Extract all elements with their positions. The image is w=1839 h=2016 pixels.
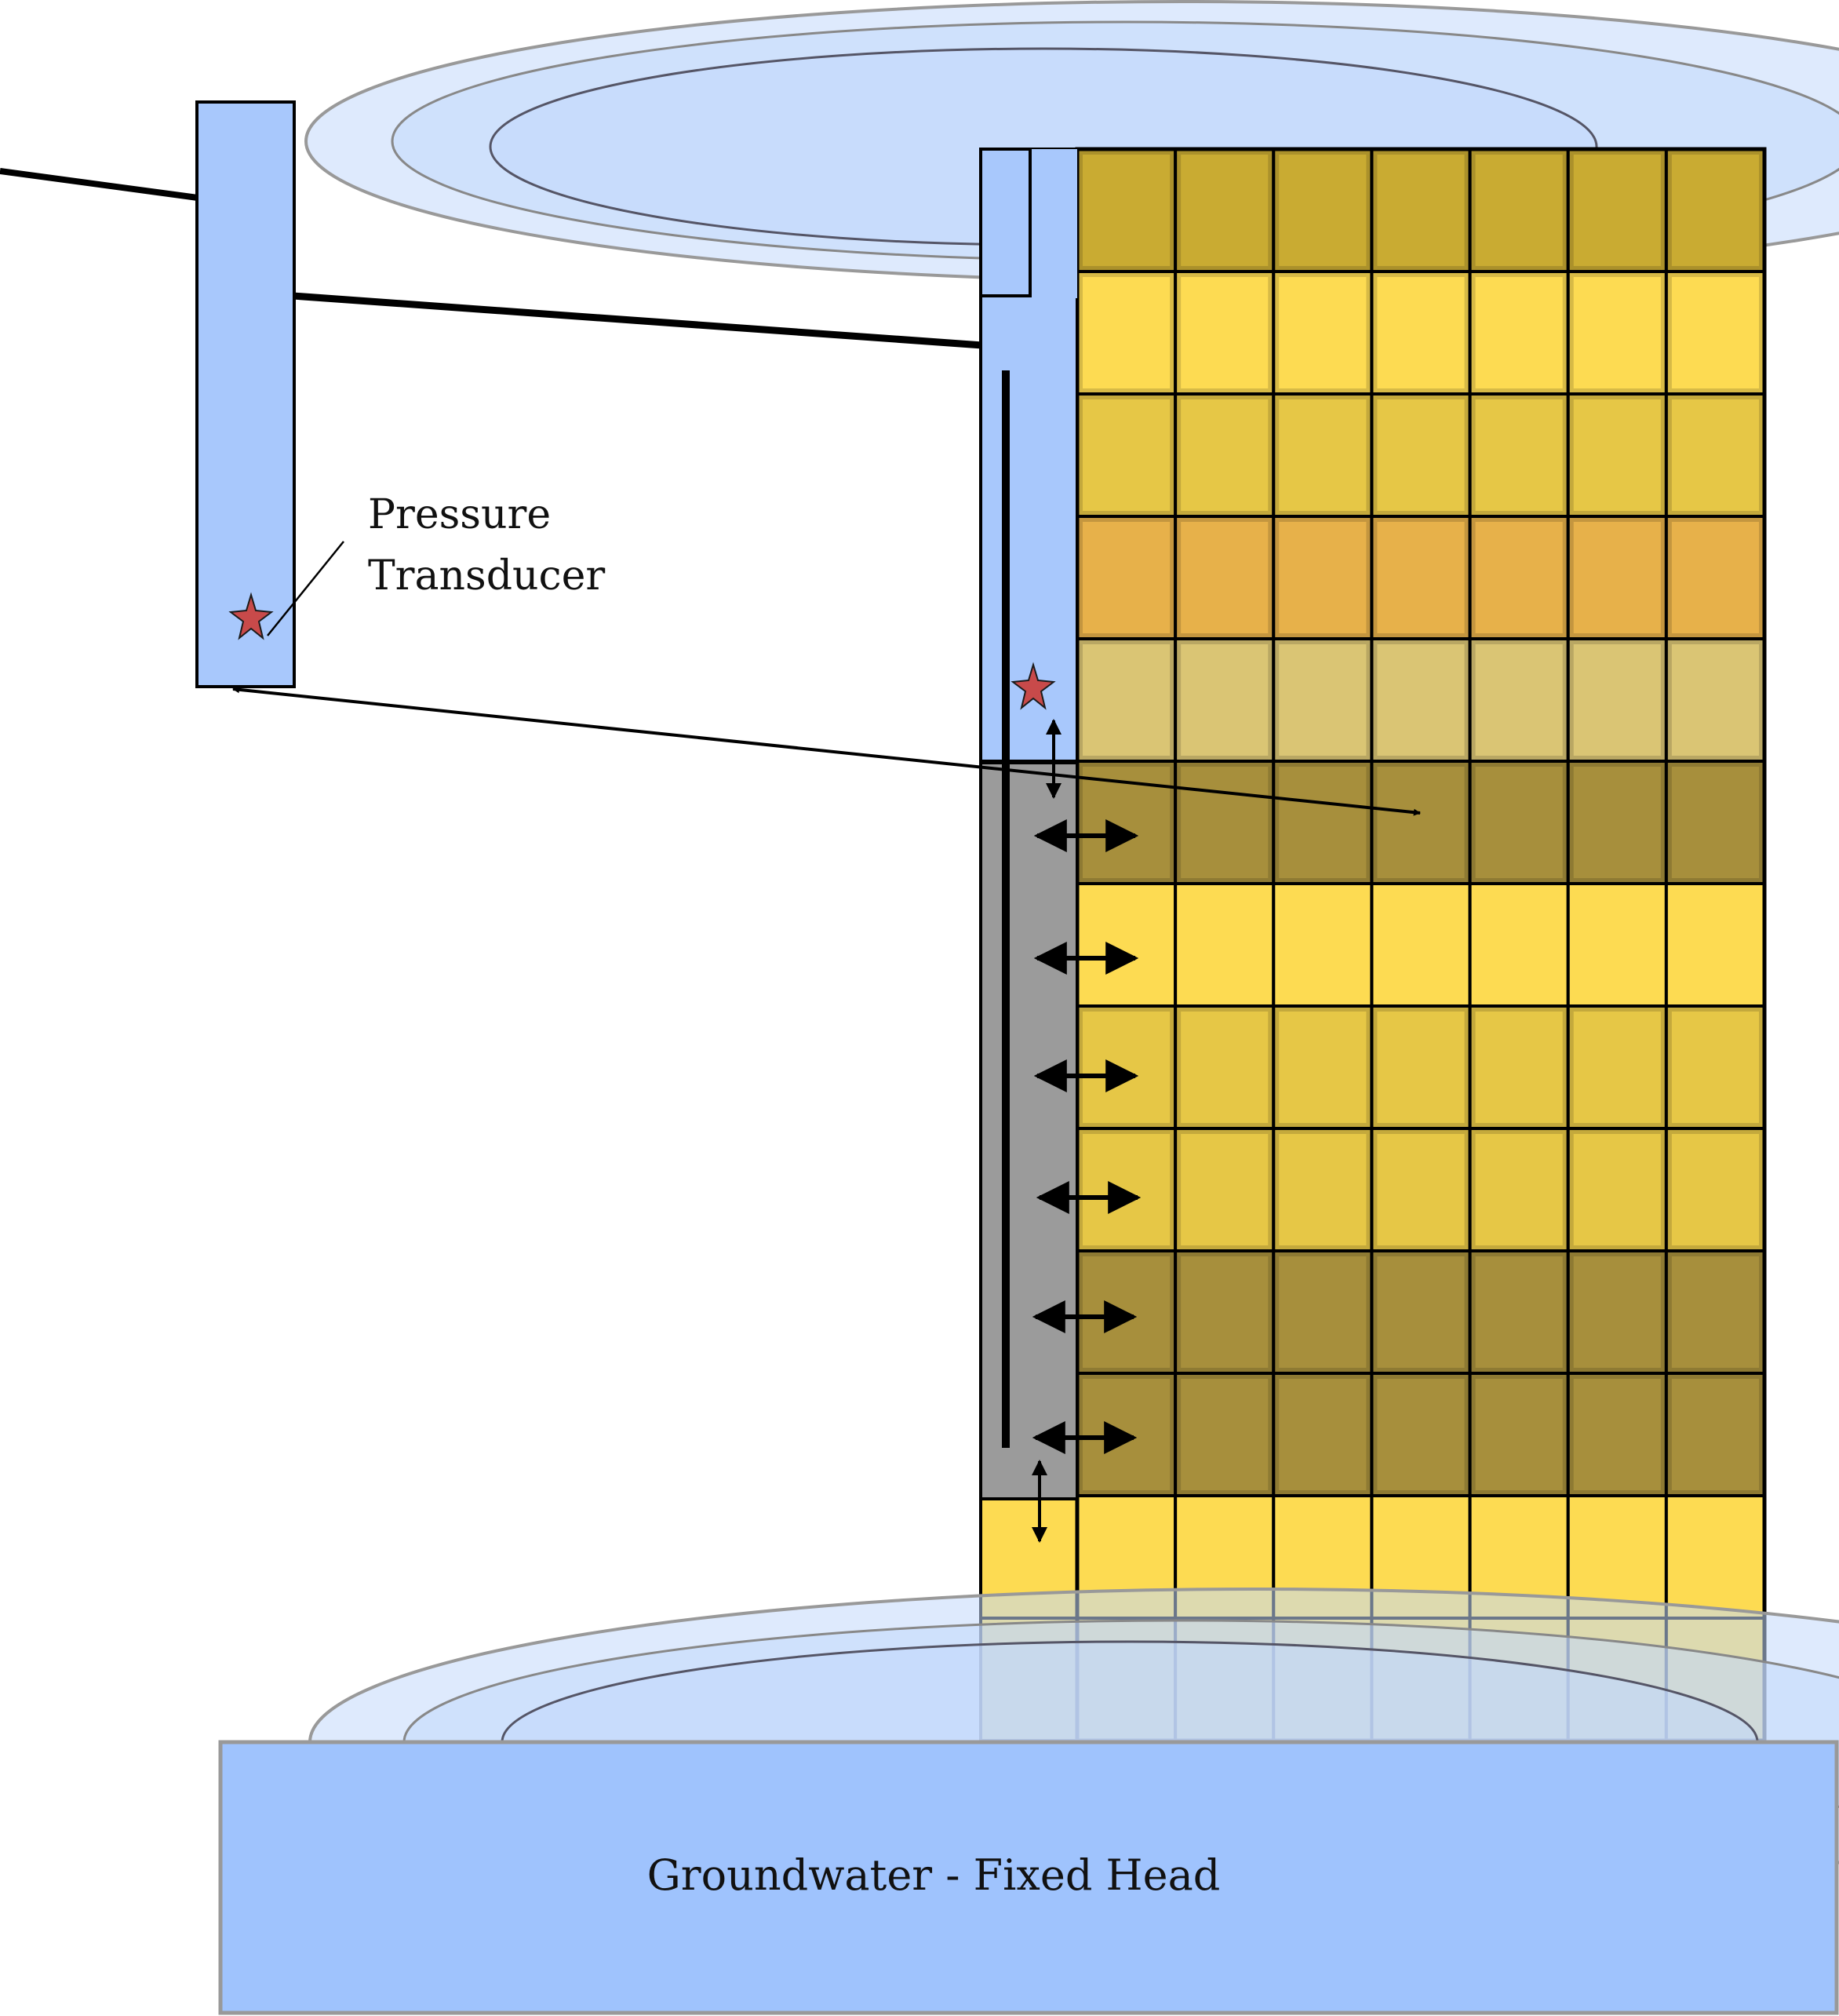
soil-cell-inner [1377, 767, 1465, 878]
soil-cell-inner [1181, 1012, 1269, 1123]
soil-cell-inner [1573, 1012, 1661, 1123]
soil-cell [1076, 882, 1178, 1008]
soil-cell-inner [1279, 767, 1367, 878]
pumping-well [979, 148, 1079, 1500]
pressure-transducer-label-line1: Pressure [368, 491, 551, 538]
soil-cell-inner [1181, 1256, 1269, 1368]
soil-cell-inner [1279, 1256, 1367, 1368]
soil-cell-inner [1475, 277, 1563, 388]
soil-cell-inner [1083, 522, 1171, 633]
observation-link-arrow [232, 686, 1421, 816]
soil-cell-inner [1083, 399, 1171, 511]
soil-cell-inner [1475, 399, 1563, 511]
soil-cell [1664, 1494, 1767, 1620]
soil-cell-inner [1475, 1134, 1563, 1245]
soil-cell-inner [1475, 1379, 1563, 1490]
soil-cell-inner [1671, 1012, 1759, 1123]
soil-cell-inner [1279, 277, 1367, 388]
soil-cell-inner [1377, 277, 1465, 388]
soil-cell-inner [1671, 522, 1759, 633]
soil-cell-inner [1279, 1134, 1367, 1245]
soil-cell-inner [1181, 767, 1269, 878]
soil-cell-inner [1475, 522, 1563, 633]
soil-cell-inner [1377, 644, 1465, 756]
soil-cell-inner [1083, 1256, 1171, 1368]
soil-cell-inner [1083, 155, 1171, 266]
soil-cell-inner [1671, 1256, 1759, 1368]
soil-cell-inner [1279, 399, 1367, 511]
transducer-leader-line [267, 541, 344, 636]
flow-arrows [232, 686, 1421, 1543]
soil-cell-inner [1377, 399, 1465, 511]
observation-well-tube [195, 100, 296, 688]
soil-cell [1370, 882, 1472, 1008]
cable-left [0, 168, 198, 201]
soil-cell [1566, 882, 1668, 1008]
soil-cell-inner [1377, 522, 1465, 633]
soil-cell-inner [1475, 1012, 1563, 1123]
soil-cell-inner [1279, 644, 1367, 756]
soil-cell-inner [1181, 399, 1269, 511]
soil-cell [1272, 882, 1374, 1008]
soil-cell-inner [1377, 1379, 1465, 1490]
soil-cell-inner [1377, 1256, 1465, 1368]
soil-cell-inner [1083, 1134, 1171, 1245]
soil-cell-inner [1573, 522, 1661, 633]
soil-cell-inner [1671, 1134, 1759, 1245]
soil-cell-inner [1475, 155, 1563, 266]
soil-cell-inner [1279, 155, 1367, 266]
soil-cell-inner [1475, 767, 1563, 878]
soil-cell-inner [1377, 1012, 1465, 1123]
soil-cell-inner [1083, 1012, 1171, 1123]
soil-cell-inner [1083, 277, 1171, 388]
soil-cell-inner [1573, 155, 1661, 266]
soil-cell-inner [1573, 277, 1661, 388]
soil-cell-inner [1475, 644, 1563, 756]
soil-cell-inner [1573, 644, 1661, 756]
soil-cell-inner [1671, 767, 1759, 878]
soil-cell-inner [1573, 1379, 1661, 1490]
soil-cell-inner [1181, 644, 1269, 756]
soil-cell [1664, 882, 1767, 1008]
soil-grid [979, 147, 1767, 1743]
soil-cell-inner [1279, 1012, 1367, 1123]
groundwater-fixed-head-box [218, 1740, 1839, 2015]
soil-cell-inner [1083, 1379, 1171, 1490]
soil-cell-inner [1573, 767, 1661, 878]
soil-cell-inner [1671, 644, 1759, 756]
soil-cell-inner [1671, 1379, 1759, 1490]
well-casing-top-notch [1030, 149, 1077, 298]
well-casing-outline [982, 149, 1032, 297]
soil-cell-inner [1475, 1256, 1563, 1368]
pressure-transducer-star-left [228, 592, 274, 640]
soil-cell [1468, 882, 1570, 1008]
groundwater-label: Groundwater - Fixed Head [647, 1850, 1221, 1900]
soil-cell-inner [1671, 155, 1759, 266]
soil-cell-inner [1573, 1134, 1661, 1245]
soil-cell-inner [1181, 277, 1269, 388]
soil-cell-inner [1377, 1134, 1465, 1245]
soil-cell-inner [1181, 1379, 1269, 1490]
soil-cell-inner [1671, 277, 1759, 388]
soil-cell [1174, 882, 1276, 1008]
soil-cell-inner [1573, 399, 1661, 511]
gravel-pack-screen [979, 761, 1079, 1500]
soil-cell-inner [1083, 644, 1171, 756]
cable-between-wells [292, 292, 983, 349]
soil-cell-inner [1671, 399, 1759, 511]
pressure-transducer-label-line2: Transducer [368, 552, 605, 600]
soil-cell-inner [1279, 1379, 1367, 1490]
soil-cell-inner [1181, 155, 1269, 266]
soil-cell-inner [1181, 1134, 1269, 1245]
soil-cell-inner [1573, 1256, 1661, 1368]
soil-cell-inner [1377, 155, 1465, 266]
soil-cell-inner [1181, 522, 1269, 633]
soil-cell-inner [1279, 522, 1367, 633]
